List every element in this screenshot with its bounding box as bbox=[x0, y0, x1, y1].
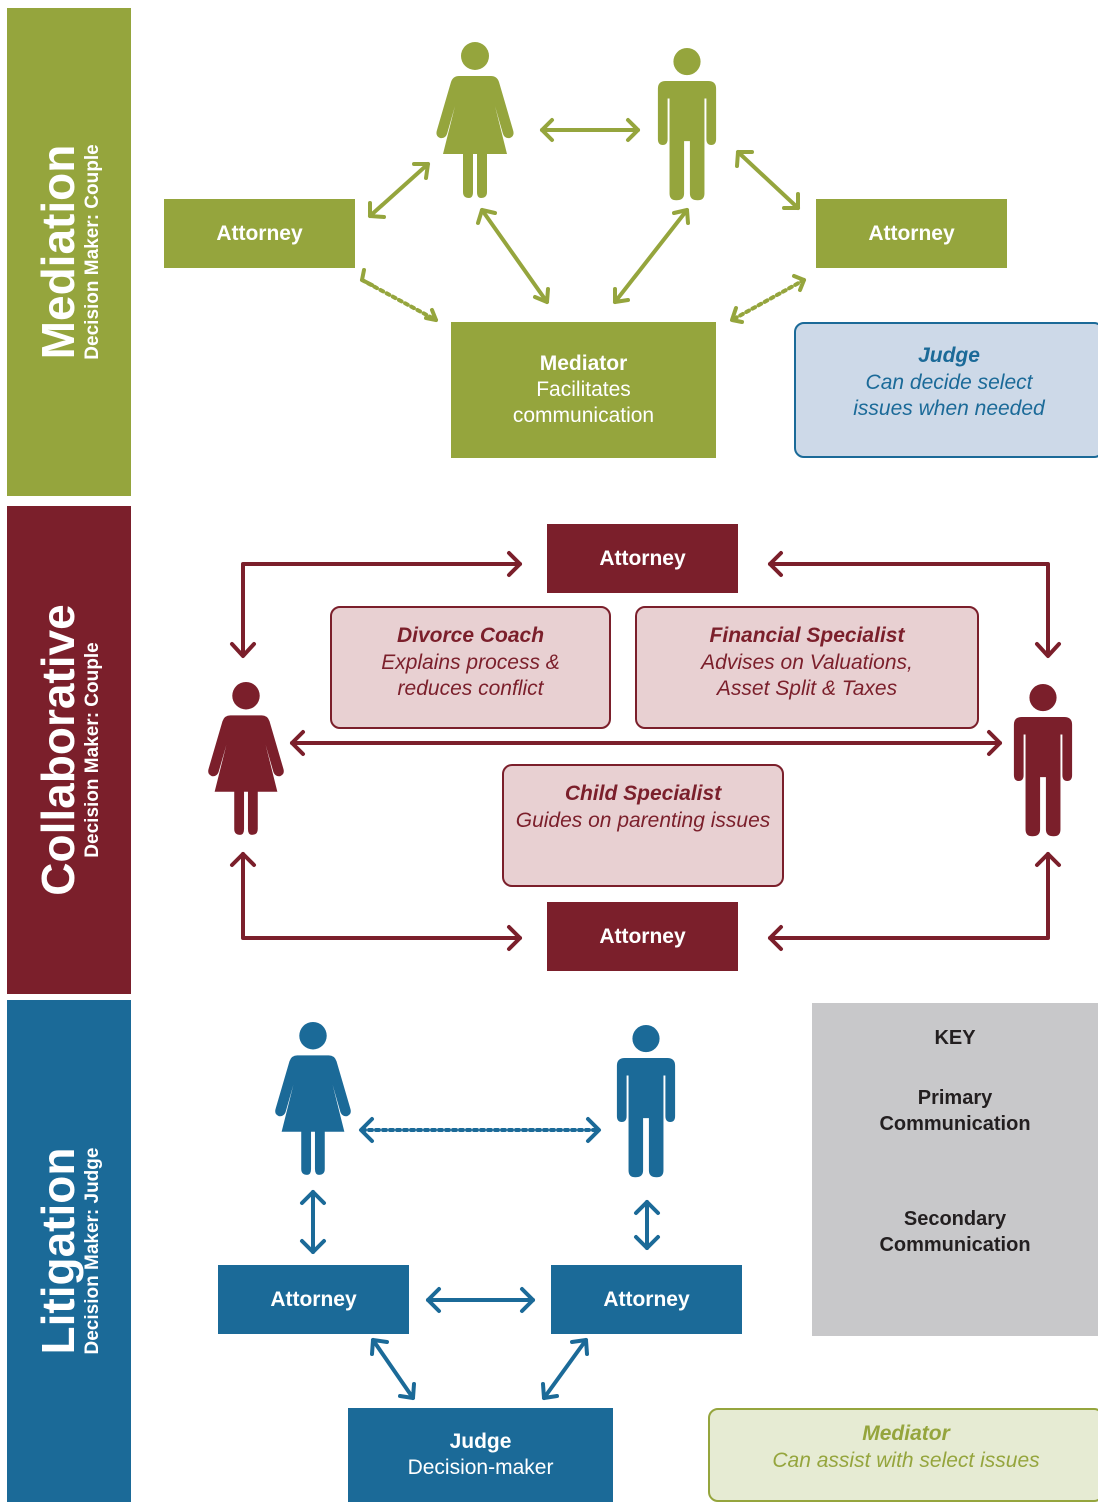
lit-arrow-couple-secondary bbox=[359, 1117, 601, 1143]
key-panel: KEY Primary Communication Secondary Comm… bbox=[812, 1003, 1098, 1336]
lit-attorney-left: Attorney bbox=[218, 1265, 409, 1334]
coach-title: Divorce Coach bbox=[396, 624, 545, 647]
financial-title: Financial Specialist bbox=[709, 624, 905, 647]
coach-desc-1: Explains process & bbox=[381, 651, 560, 674]
key-primary-line-1: Primary bbox=[917, 1087, 993, 1109]
litigation-band: Litigation Decision Maker: Judge bbox=[7, 1000, 131, 1502]
divorce-coach-box: Divorce Coach Explains process & reduces… bbox=[330, 606, 611, 729]
mediation-judge-desc-2: issues when needed bbox=[853, 397, 1045, 420]
mediation-arrow-attorney-mediator-left bbox=[360, 278, 438, 322]
mediator-desc-1: Facilitates bbox=[536, 378, 631, 401]
mediation-attorney-left: Attorney bbox=[164, 199, 355, 268]
collab-arrow-bottom-left bbox=[230, 852, 522, 951]
mediator-box: Mediator Facilitates communication bbox=[451, 322, 716, 458]
lit-mediator-box: Mediator Can assist with select issues bbox=[708, 1408, 1098, 1502]
key-title: KEY bbox=[934, 1027, 976, 1049]
mediation-arrow-woman-attorney bbox=[368, 162, 430, 219]
lit-attorney-right-label: Attorney bbox=[603, 1287, 690, 1311]
collaborative-band: Collaborative Decision Maker: Couple bbox=[7, 506, 131, 994]
lit-judge-box: Judge Decision-maker bbox=[348, 1408, 613, 1502]
collab-attorney-top-label: Attorney bbox=[599, 546, 686, 570]
lit-attorney-right: Attorney bbox=[551, 1265, 742, 1334]
child-title: Child Specialist bbox=[564, 782, 722, 805]
litigation-man-icon bbox=[616, 1025, 676, 1178]
mediation-attorney-right-label: Attorney bbox=[868, 221, 955, 245]
collaborative-woman-icon bbox=[208, 682, 284, 835]
collab-attorney-bottom-label: Attorney bbox=[599, 924, 686, 948]
lit-arrow-man-attorney bbox=[634, 1200, 660, 1250]
child-specialist-box: Child Specialist Guides on parenting iss… bbox=[502, 764, 784, 887]
mediation-band: Mediation Decision Maker: Couple bbox=[7, 8, 131, 496]
lit-judge-title: Judge bbox=[449, 1430, 512, 1453]
collab-arrow-top-left bbox=[230, 551, 522, 658]
lit-arrow-attorneys bbox=[426, 1287, 535, 1313]
collab-arrow-couple bbox=[290, 730, 1002, 756]
financial-desc-1: Advises on Valuations, bbox=[701, 651, 913, 674]
key-primary-line-2: Communication bbox=[879, 1113, 1031, 1135]
mediation-arrow-woman-mediator bbox=[476, 208, 550, 304]
mediation-arrow-couple bbox=[540, 118, 640, 142]
mediation-arrow-man-attorney bbox=[735, 150, 800, 210]
mediation-judge-box: Judge Can decide select issues when need… bbox=[794, 322, 1098, 458]
key-secondary-line-2: Communication bbox=[879, 1234, 1031, 1256]
lit-judge-desc: Decision-maker bbox=[407, 1456, 554, 1479]
mediation-woman-icon bbox=[436, 42, 514, 198]
mediation-attorney-left-label: Attorney bbox=[216, 221, 303, 245]
mediator-title: Mediator bbox=[539, 352, 628, 375]
collab-arrow-bottom-right bbox=[768, 852, 1061, 951]
lit-mediator-title: Mediator bbox=[862, 1422, 950, 1445]
lit-arrow-attorney-judge-right bbox=[541, 1338, 589, 1400]
mediation-judge-desc-1: Can decide select bbox=[865, 371, 1033, 394]
financial-specialist-box: Financial Specialist Advises on Valuatio… bbox=[635, 606, 979, 729]
lit-mediator-desc: Can assist with select issues bbox=[772, 1449, 1040, 1472]
collab-arrow-top-right bbox=[768, 551, 1061, 658]
mediation-man-icon bbox=[657, 48, 717, 201]
collab-attorney-bottom: Attorney bbox=[547, 902, 738, 971]
mediator-desc-2: communication bbox=[512, 404, 655, 427]
mediation-judge-title: Judge bbox=[918, 344, 980, 367]
coach-desc-2: reduces conflict bbox=[397, 677, 544, 700]
mediation-attorney-right: Attorney bbox=[816, 199, 1007, 268]
collab-attorney-top: Attorney bbox=[547, 524, 738, 593]
mediation-arrow-attorney-mediator-right bbox=[730, 278, 806, 322]
lit-attorney-left-label: Attorney bbox=[270, 1287, 357, 1311]
mediation-arrow-man-mediator bbox=[613, 208, 690, 304]
child-desc-1: Guides on parenting issues bbox=[515, 809, 771, 832]
key-secondary-line-1: Secondary bbox=[903, 1208, 1007, 1230]
lit-arrow-attorney-judge-left bbox=[370, 1338, 416, 1400]
litigation-woman-icon bbox=[275, 1022, 351, 1175]
lit-arrow-woman-attorney bbox=[300, 1190, 326, 1254]
collaborative-man-icon bbox=[1013, 684, 1073, 837]
financial-desc-2: Asset Split & Taxes bbox=[716, 677, 898, 700]
